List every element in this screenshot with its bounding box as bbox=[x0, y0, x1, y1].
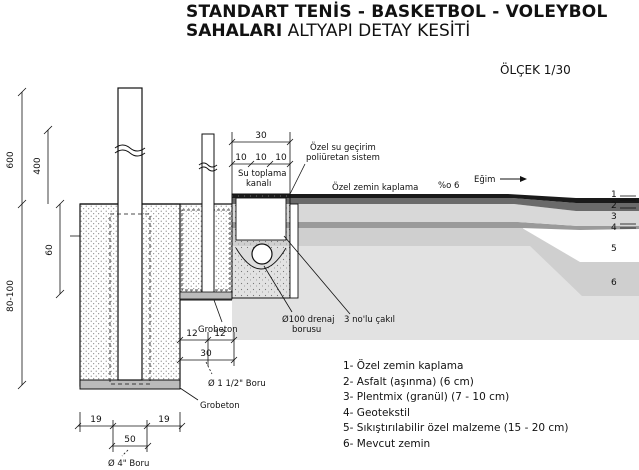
label-kanali: kanalı bbox=[246, 179, 271, 189]
dim-60: 60 bbox=[45, 244, 55, 256]
main-post bbox=[109, 87, 151, 385]
dim-19b: 19 bbox=[158, 415, 170, 425]
small-post-assembly bbox=[179, 133, 233, 301]
layer-geotextile bbox=[232, 222, 639, 230]
label-ozel-su-2: poliüretan sistem bbox=[306, 153, 380, 163]
label-ozel-su-1: Özel su geçirim bbox=[310, 142, 376, 153]
layer-index-marks bbox=[620, 195, 636, 229]
layer-plentmix bbox=[232, 204, 639, 226]
grobeton-base-left bbox=[79, 379, 181, 390]
layer-index-1: 1 bbox=[611, 190, 617, 200]
dim-600: 600 bbox=[6, 151, 16, 168]
leader-boru-big bbox=[121, 449, 129, 457]
layer-index-6: 6 bbox=[611, 278, 617, 288]
label-drenaj-1: Ø100 drenaj bbox=[282, 314, 335, 325]
slope-arrowhead bbox=[520, 176, 527, 182]
layer-index-4: 4 bbox=[611, 223, 617, 233]
leader-drenaj bbox=[263, 265, 293, 313]
dim-30-mid: 30 bbox=[200, 349, 212, 359]
ground-layers bbox=[232, 194, 639, 340]
layer-compacted-fill-band bbox=[232, 228, 639, 296]
title-line-2: SAHALARI ALTYAPI DETAY KESİTİ bbox=[186, 21, 470, 41]
legend-item-1: 1- Özel zemin kaplama bbox=[343, 360, 464, 372]
layer-existing-ground bbox=[232, 244, 639, 340]
title-line-2-bold: SAHALARI bbox=[186, 21, 283, 41]
dim-10c: 10 bbox=[275, 153, 287, 163]
leader-cakil bbox=[283, 235, 351, 315]
layer-special-surface bbox=[232, 194, 639, 203]
dim-19a: 19 bbox=[90, 415, 102, 425]
label-grobeton-1: Grobeton bbox=[198, 325, 238, 335]
dim-10a: 10 bbox=[235, 153, 247, 163]
label-ozel-zemin: Özel zemin kaplama bbox=[332, 182, 418, 193]
dimension-lines-top bbox=[228, 132, 294, 194]
layer-index-2: 2 bbox=[611, 201, 617, 211]
title-line-1: STANDART TENİS - BASKETBOL - VOLEYBOL bbox=[186, 2, 608, 22]
layer-index-3: 3 bbox=[611, 212, 617, 222]
label-su-toplama: Su toplama bbox=[238, 169, 286, 179]
legend-item-2: 2- Asfalt (aşınma) (6 cm) bbox=[343, 375, 474, 388]
leader-ozel-su bbox=[289, 163, 306, 195]
label-egim: Eğim bbox=[474, 175, 495, 185]
layer-index-5: 5 bbox=[611, 244, 617, 254]
dim-400: 400 bbox=[33, 157, 43, 174]
dimension-lines-mid bbox=[176, 332, 238, 366]
legend: 1- Özel zemin kaplama 2- Asfalt (aşınma)… bbox=[343, 359, 569, 453]
dim-30-top: 30 bbox=[255, 131, 267, 141]
scale-label: ÖLÇEK 1/30 bbox=[500, 63, 571, 77]
leader-grobeton-2 bbox=[179, 387, 199, 401]
label-grobeton-2: Grobeton bbox=[200, 401, 240, 411]
dim-80-100: 80-100 bbox=[6, 280, 16, 312]
dimension-lines-bottom bbox=[74, 412, 186, 452]
legend-item-4: 4- Geotekstil bbox=[343, 406, 410, 419]
legend-item-6: 6- Mevcut zemin bbox=[343, 437, 431, 450]
leader-boru-small bbox=[205, 361, 213, 375]
label-boru-big: Ø 4" Boru bbox=[108, 458, 149, 469]
label-cakil: 3 no'lu çakıl bbox=[344, 315, 395, 325]
dimension-lines-left bbox=[17, 87, 80, 390]
legend-item-3: 3- Plentmix (granül) (7 - 10 cm) bbox=[343, 391, 510, 404]
drainage-channel bbox=[231, 193, 299, 299]
dim-10b: 10 bbox=[255, 153, 267, 163]
label-egim-value: %o 6 bbox=[438, 181, 459, 191]
dim-12a: 12 bbox=[186, 329, 197, 339]
label-drenaj-2: borusu bbox=[292, 325, 321, 335]
leader-grobeton-1 bbox=[213, 299, 223, 323]
dim-50: 50 bbox=[124, 435, 136, 445]
layer-asphalt bbox=[232, 198, 639, 211]
title-line-2-rest: ALTYAPI DETAY KESİTİ bbox=[287, 21, 471, 41]
drain-pipe bbox=[251, 243, 273, 265]
legend-item-5: 5- Sıkıştırılabilir özel malzeme (15 - 2… bbox=[343, 422, 569, 435]
dim-12b: 12 bbox=[214, 329, 225, 339]
label-boru-small: Ø 1 1/2" Boru bbox=[208, 378, 266, 389]
